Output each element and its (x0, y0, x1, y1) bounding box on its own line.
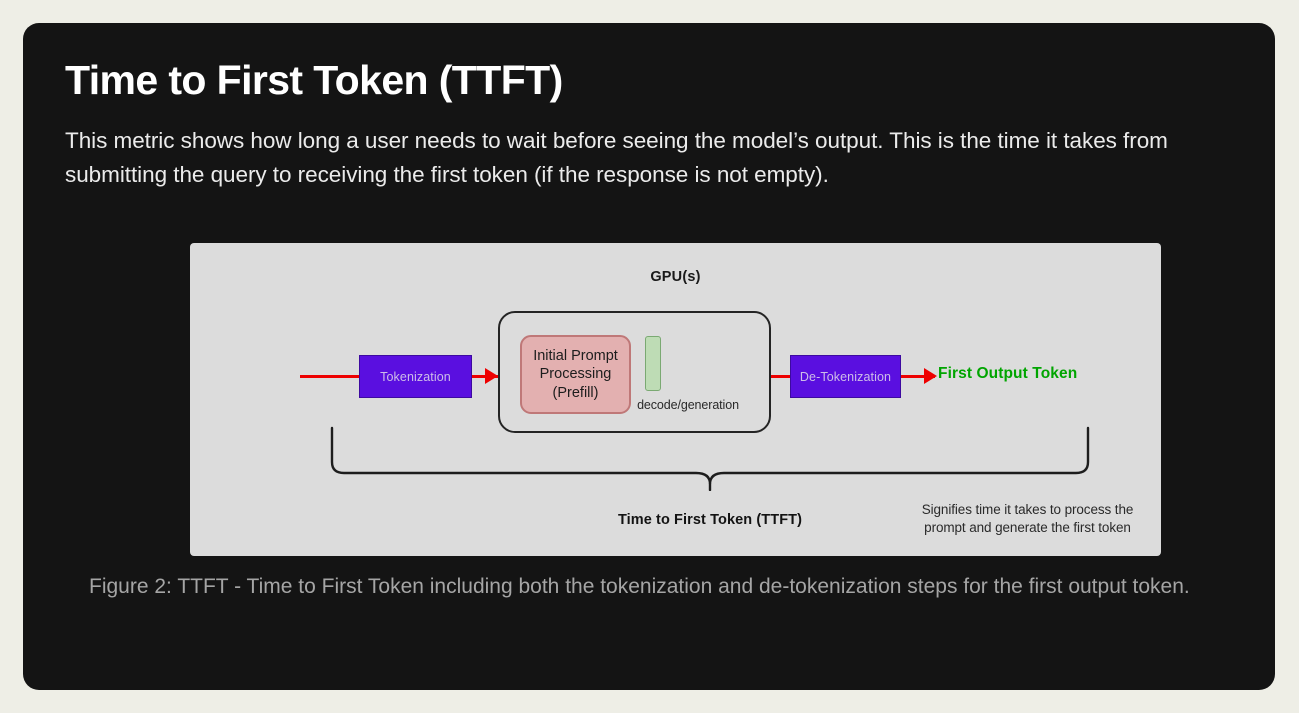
ttft-span-brace-icon (330, 426, 1090, 491)
figure-block: GPU(s) Prompt/Input Tokenization Initia (65, 243, 1233, 602)
intro-paragraph: This metric shows how long a user needs … (65, 128, 1168, 188)
arrow-head-to-output-icon (924, 368, 937, 384)
ttft-diagram: GPU(s) Prompt/Input Tokenization Initia (190, 243, 1161, 556)
ttft-bracket-label: Time to First Token (TTFT) (617, 512, 803, 528)
tokenization-label: Tokenization (380, 369, 451, 384)
prefill-label-line3: (Prefill) (552, 384, 599, 401)
detokenization-box: De-Tokenization (790, 355, 901, 398)
signifies-note-line1: Signifies time it takes to process the (921, 502, 1134, 517)
decode-generation-bar (645, 336, 661, 391)
card-content: Time to First Token (TTFT) This metric s… (23, 23, 1275, 690)
prefill-box: Initial Prompt Processing (Prefill) (520, 335, 631, 414)
gpu-label: GPU(s) (650, 269, 701, 285)
prefill-label-line2: Processing (539, 366, 612, 383)
arrow-detokenization-to-output (901, 375, 935, 378)
article-card: Time to First Token (TTFT) This metric s… (23, 23, 1275, 690)
page-title: Time to First Token (TTFT) (65, 57, 563, 103)
gpu-container (498, 311, 771, 433)
arrow-prompt-to-tokenization (300, 375, 359, 378)
first-output-token-label: First Output Token (938, 365, 1078, 382)
tokenization-box: Tokenization (359, 355, 472, 398)
arrow-gpu-to-detokenization (771, 375, 790, 378)
prefill-label-line1: Initial Prompt (533, 347, 618, 364)
figure-caption: Figure 2: TTFT - Time to First Token inc… (89, 575, 1190, 598)
arrow-head-to-gpu-icon (485, 368, 498, 384)
decode-generation-label: decode/generation (637, 398, 739, 412)
signifies-note: Signifies time it takes to process the p… (890, 501, 1161, 537)
signifies-note-line2: prompt and generate the first token (924, 520, 1131, 536)
detokenization-label: De-Tokenization (799, 369, 892, 384)
